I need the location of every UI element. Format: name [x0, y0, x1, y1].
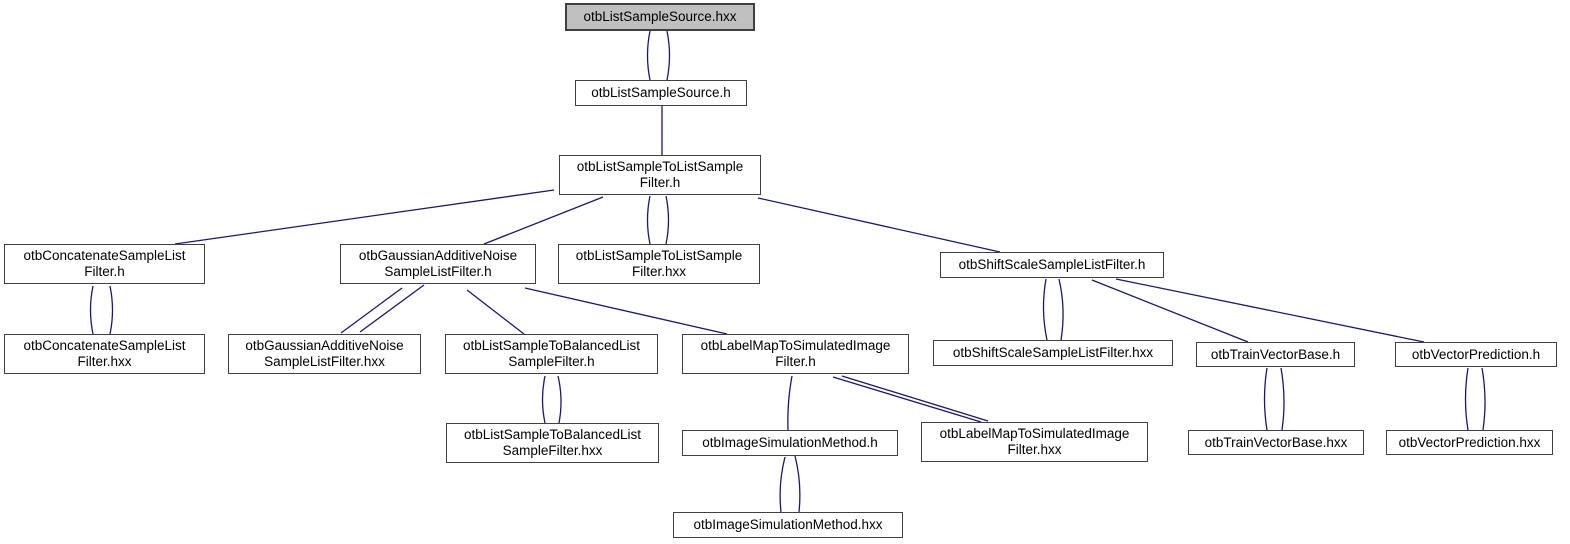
- edge-lsls_h-to-lsls_hxx: [665, 195, 670, 245]
- edge-labelmap_hxx-to-labelmap_h: [841, 375, 989, 422]
- edge-gauss_h-to-gauss_hxx: [359, 284, 425, 333]
- node-src_h[interactable]: otbListSampleSource.h: [575, 80, 747, 106]
- edge-shift_hxx-to-shift_h: [1042, 278, 1048, 341]
- edge-balanced_h-to-balanced_hxx: [557, 375, 562, 424]
- node-gauss_h[interactable]: otbGaussianAdditiveNoise SampleListFilte…: [340, 244, 536, 284]
- edge-balanced_hxx-to-balanced_h: [541, 375, 546, 424]
- node-shift_hxx[interactable]: otbShiftScaleSampleListFilter.hxx: [933, 340, 1173, 366]
- node-vecpred_hxx[interactable]: otbVectorPrediction.hxx: [1386, 430, 1553, 455]
- edge-trainvec_hxx-to-trainvec_h: [1263, 367, 1268, 431]
- node-labelmap_hxx[interactable]: otbLabelMapToSimulatedImage Filter.hxx: [921, 422, 1148, 462]
- edge-gauss_h-to-lsls_h: [483, 196, 604, 245]
- node-shift_h[interactable]: otbShiftScaleSampleListFilter.h: [940, 252, 1164, 278]
- node-balanced_hxx[interactable]: otbListSampleToBalancedList SampleFilter…: [446, 423, 659, 463]
- edge-imgsim_hxx-to-imgsim_h: [779, 456, 786, 513]
- node-imgsim_h[interactable]: otbImageSimulationMethod.h: [682, 430, 898, 456]
- edge-gauss_hxx-to-gauss_h: [340, 287, 403, 334]
- edge-shift_h-to-shift_hxx: [1058, 278, 1064, 341]
- edge-trainvec_h-to-trainvec_hxx: [1280, 367, 1285, 431]
- node-concat_hxx[interactable]: otbConcatenateSampleList Filter.hxx: [4, 334, 205, 374]
- edge-src_hxx-to-src_h: [666, 30, 671, 81]
- node-labelmap_h[interactable]: otbLabelMapToSimulatedImage Filter.h: [682, 334, 909, 374]
- node-balanced_h[interactable]: otbListSampleToBalancedList SampleFilter…: [445, 334, 658, 374]
- edge-vecpred_h-to-shift_h: [1115, 278, 1425, 343]
- edge-labelmap_h-to-gauss_h: [524, 287, 728, 335]
- edge-vecpred_hxx-to-vecpred_h: [1464, 367, 1469, 431]
- edge-concat_hxx-to-concat_h: [89, 285, 94, 335]
- node-trainvec_hxx[interactable]: otbTrainVectorBase.hxx: [1188, 430, 1364, 455]
- node-imgsim_hxx[interactable]: otbImageSimulationMethod.hxx: [673, 512, 903, 538]
- edge-imgsim_h-to-imgsim_hxx: [794, 455, 801, 513]
- edge-labelmap_h-to-labelmap_hxx: [832, 376, 982, 423]
- edge-concat_h-to-lsls_h: [174, 189, 555, 245]
- edge-vecpred_h-to-vecpred_hxx: [1481, 367, 1486, 431]
- edge-shift_h-to-lsls_h: [757, 197, 1001, 253]
- edge-lsls_hxx-to-lsls_h: [646, 195, 651, 245]
- edge-balanced_h-to-gauss_h: [466, 289, 525, 335]
- edge-imgsim_h-to-labelmap_h: [787, 375, 793, 431]
- node-concat_h[interactable]: otbConcatenateSampleList Filter.h: [4, 244, 205, 284]
- edge-concat_h-to-concat_hxx: [109, 285, 114, 335]
- node-lsls_h[interactable]: otbListSampleToListSample Filter.h: [559, 155, 761, 195]
- node-src_hxx: otbListSampleSource.hxx: [565, 3, 755, 31]
- node-trainvec_h[interactable]: otbTrainVectorBase.h: [1196, 342, 1355, 367]
- node-vecpred_h[interactable]: otbVectorPrediction.h: [1395, 342, 1557, 367]
- node-lsls_hxx[interactable]: otbListSampleToListSample Filter.hxx: [558, 244, 760, 284]
- node-gauss_hxx[interactable]: otbGaussianAdditiveNoise SampleListFilte…: [228, 334, 421, 374]
- edge-trainvec_h-to-shift_h: [1091, 279, 1249, 343]
- edge-src_h-to-src_hxx: [646, 30, 651, 81]
